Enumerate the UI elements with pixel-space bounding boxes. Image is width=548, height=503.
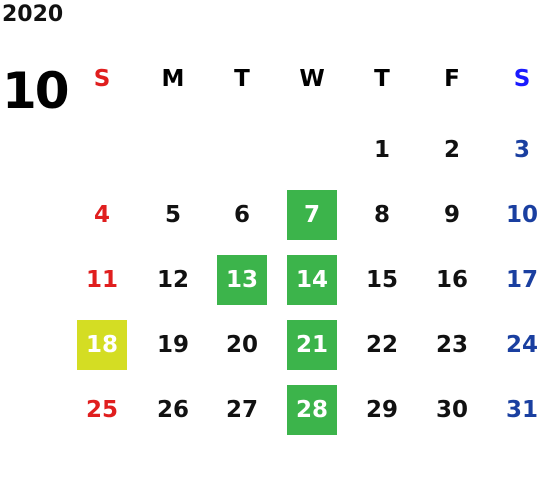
day-cell[interactable]: 30 [435, 397, 468, 423]
weekday-header-wednesday: W [299, 66, 325, 92]
day-cell-highlighted[interactable]: 13 [217, 255, 267, 305]
day-cell[interactable]: 4 [93, 202, 110, 228]
day-cell[interactable]: 11 [85, 267, 118, 293]
weekday-header-tuesday: T [234, 66, 250, 92]
day-cell-highlighted[interactable]: 28 [287, 385, 337, 435]
weekday-header-saturday: S [513, 66, 531, 92]
day-cell[interactable]: 20 [225, 332, 258, 358]
day-cell[interactable]: 26 [156, 397, 189, 423]
weekday-header-friday: F [444, 66, 460, 92]
day-cell[interactable]: 16 [435, 267, 468, 293]
day-cell[interactable]: 15 [365, 267, 398, 293]
day-cell[interactable]: 2 [443, 137, 460, 163]
weekday-header-monday: M [161, 66, 185, 92]
day-cell-highlighted[interactable]: 14 [287, 255, 337, 305]
day-cell[interactable]: 6 [233, 202, 250, 228]
day-cell[interactable]: 12 [156, 267, 189, 293]
day-cell[interactable]: 5 [164, 202, 181, 228]
day-cell[interactable]: 24 [505, 332, 538, 358]
day-cell[interactable]: 3 [513, 137, 530, 163]
year-label: 2020 [2, 2, 64, 27]
day-cell[interactable]: 27 [225, 397, 258, 423]
day-cell[interactable]: 8 [373, 202, 390, 228]
day-cell[interactable]: 17 [505, 267, 538, 293]
month-label: 10 [2, 62, 70, 120]
day-cell-highlighted[interactable]: 7 [287, 190, 337, 240]
day-cell-highlighted[interactable]: 18 [77, 320, 127, 370]
day-cell[interactable]: 19 [156, 332, 189, 358]
weekday-header-sunday: S [93, 66, 111, 92]
day-cell[interactable]: 10 [505, 202, 538, 228]
day-cell[interactable]: 25 [85, 397, 118, 423]
day-cell[interactable]: 1 [373, 137, 390, 163]
day-cell[interactable]: 22 [365, 332, 398, 358]
day-cell-highlighted[interactable]: 21 [287, 320, 337, 370]
day-cell[interactable]: 23 [435, 332, 468, 358]
day-cell[interactable]: 9 [443, 202, 460, 228]
weekday-header-thursday: T [374, 66, 390, 92]
day-cell[interactable]: 29 [365, 397, 398, 423]
day-cell[interactable]: 31 [505, 397, 538, 423]
